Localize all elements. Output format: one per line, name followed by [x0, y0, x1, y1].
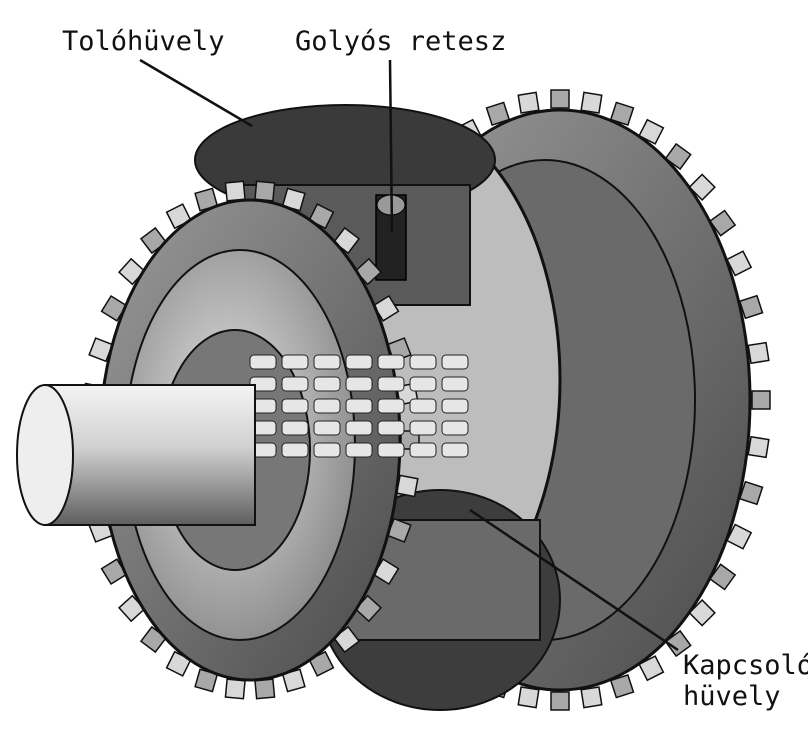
right-gear-tooth: [517, 686, 540, 709]
leader-line-tolohuvely: [139, 58, 253, 128]
bearing-roller: [281, 354, 309, 370]
bearing-roller: [281, 442, 309, 458]
label-kapcsolohuvely-line1: Kapcsoló-: [683, 650, 808, 681]
right-gear-tooth: [550, 691, 570, 711]
right-gear-tooth: [708, 209, 737, 237]
label-golyos-retesz: Golyós retesz: [295, 26, 507, 57]
bearing-roller: [345, 376, 373, 392]
bearing-roller: [409, 354, 437, 370]
bearing-roller: [409, 376, 437, 392]
bearing-roller: [281, 376, 309, 392]
bearing-roller: [345, 420, 373, 436]
bearing-roller: [377, 354, 405, 370]
bearing-roller: [313, 398, 341, 414]
bearing-roller: [409, 420, 437, 436]
bearing-roller: [313, 376, 341, 392]
left-gear-tooth: [224, 180, 246, 202]
right-gear-tooth: [738, 294, 764, 320]
right-gear-tooth: [688, 599, 716, 627]
right-gear-tooth: [688, 173, 716, 201]
right-gear-tooth: [738, 480, 764, 506]
bearing-roller: [377, 398, 405, 414]
bearing-roller: [441, 442, 469, 458]
left-gear-tooth: [254, 180, 276, 202]
right-gear-tooth: [609, 101, 635, 127]
bearing-roller: [441, 354, 469, 370]
right-gear-tooth: [638, 118, 665, 145]
right-gear-tooth: [580, 686, 603, 709]
bearing-roller: [441, 376, 469, 392]
bearing-roller: [345, 398, 373, 414]
right-gear-tooth: [609, 673, 635, 699]
needle-bearing: [249, 354, 469, 458]
leader-line-kapcsolohuvely: [469, 508, 679, 652]
right-gear-tooth: [725, 523, 753, 550]
label-tolohuvely: Tolóhüvely: [62, 26, 225, 57]
bearing-roller: [281, 398, 309, 414]
leader-line-golyos-retesz: [388, 59, 394, 233]
bearing-roller: [441, 398, 469, 414]
bearing-roller: [313, 442, 341, 458]
bearing-roller: [249, 354, 277, 370]
shaft: [16, 384, 256, 526]
right-gear-tooth: [747, 341, 770, 365]
bearing-roller: [377, 420, 405, 436]
bearing-roller: [313, 420, 341, 436]
right-gear-tooth: [550, 89, 570, 109]
bearing-roller: [345, 354, 373, 370]
left-gear-tooth: [254, 678, 276, 700]
right-gear-tooth: [638, 655, 665, 682]
right-gear-tooth: [751, 390, 771, 410]
right-gear-tooth: [664, 142, 692, 171]
bearing-roller: [409, 398, 437, 414]
label-kapcsolohuvely-line2: hüvely: [683, 681, 781, 713]
right-gear-tooth: [747, 435, 770, 459]
bearing-roller: [409, 442, 437, 458]
bearing-roller: [281, 420, 309, 436]
bearing-roller: [377, 376, 405, 392]
right-gear-tooth: [725, 250, 753, 277]
left-gear-tooth: [224, 678, 246, 700]
right-gear-tooth: [708, 563, 737, 591]
bearing-roller: [377, 442, 405, 458]
left-gear-tooth: [395, 474, 419, 498]
bearing-roller: [313, 354, 341, 370]
right-gear-tooth: [517, 91, 540, 114]
bearing-roller: [441, 420, 469, 436]
right-gear-tooth: [664, 629, 692, 658]
bearing-roller: [345, 442, 373, 458]
label-kapcsolohuvely: Kapcsoló- hüvely: [683, 650, 808, 712]
right-gear-tooth: [485, 101, 511, 127]
right-gear-tooth: [580, 91, 603, 114]
